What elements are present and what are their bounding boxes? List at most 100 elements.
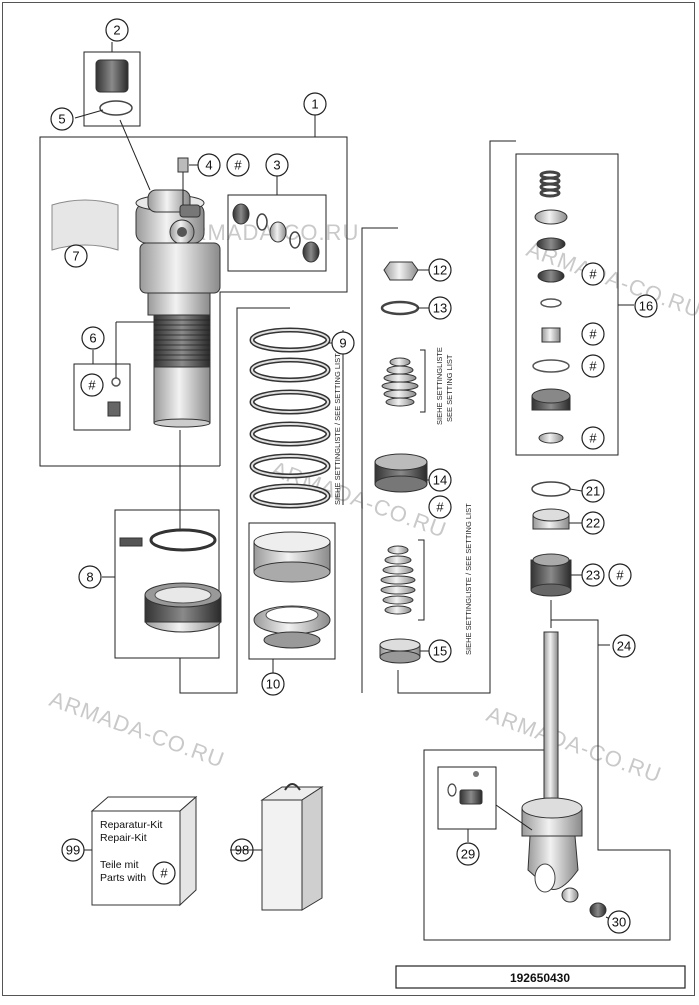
svg-text:2: 2 xyxy=(113,23,120,38)
group-10 xyxy=(248,522,336,673)
callout-5: 5 xyxy=(50,107,74,131)
center-stack xyxy=(374,261,428,664)
callout-16-hash-d: # xyxy=(581,426,605,450)
svg-text:24: 24 xyxy=(617,639,631,654)
shock-body-group xyxy=(39,115,348,467)
sticker-label xyxy=(51,199,119,251)
setting-list-stack-top-1: SIEHE SETTINGLISTE xyxy=(435,347,444,425)
callout-9: 9 xyxy=(331,331,355,355)
callout-3: 3 xyxy=(265,153,289,177)
svg-text:15: 15 xyxy=(433,644,447,659)
hash-symbol: # xyxy=(160,866,168,881)
shock-upper-body xyxy=(139,242,221,294)
svg-text:3: 3 xyxy=(273,158,280,173)
oil-can xyxy=(260,783,324,911)
svg-text:10: 10 xyxy=(266,677,280,692)
svg-text:29: 29 xyxy=(461,847,475,862)
group-8 xyxy=(102,307,290,694)
callout-14-hash: # xyxy=(428,495,452,519)
svg-text:14: 14 xyxy=(433,473,447,488)
callout-2: 2 xyxy=(105,18,129,42)
svg-text:16: 16 xyxy=(639,299,653,314)
callout-4: 4 xyxy=(197,153,221,177)
callout-8: 8 xyxy=(78,565,102,589)
callout-4-hash: # xyxy=(226,153,250,177)
callout-24: 24 xyxy=(612,634,636,658)
svg-text:#: # xyxy=(589,359,597,374)
group-3 xyxy=(227,176,327,272)
svg-text:6: 6 xyxy=(89,331,96,346)
valve-cap xyxy=(177,157,189,173)
svg-text:9: 9 xyxy=(339,336,346,351)
svg-text:1: 1 xyxy=(311,97,318,112)
adjuster-knob xyxy=(95,59,129,93)
callout-10: 10 xyxy=(261,672,285,696)
group-16 xyxy=(515,153,634,456)
callout-22: 22 xyxy=(581,511,605,535)
nut-12 xyxy=(383,261,419,281)
svg-text:#: # xyxy=(589,431,597,446)
washer-13 xyxy=(380,300,420,316)
watermark-text: ARMADA-CO.RU xyxy=(46,686,228,773)
group-2 xyxy=(74,42,151,191)
callout-6-hash: # xyxy=(80,373,104,397)
repair-kit-box: Reparatur-Kit Repair-Kit Teile mit Parts… xyxy=(90,795,198,907)
shock-lower-body xyxy=(153,366,211,424)
kit-text-line2: Repair-Kit xyxy=(100,832,147,844)
callout-30: 30 xyxy=(607,910,631,934)
svg-text:#: # xyxy=(88,378,96,393)
svg-text:30: 30 xyxy=(612,915,626,930)
callout-23: 23 xyxy=(581,563,605,587)
callout-99: 99 xyxy=(61,838,85,862)
callout-16-hash-b: # xyxy=(581,322,605,346)
parts-21-23 xyxy=(530,481,572,628)
callouts: 1 2 3 4 # 5 6 # 7 8 9 10 12 13 14 # 15 1… xyxy=(50,18,658,934)
group-24 xyxy=(423,619,671,941)
svg-text:#: # xyxy=(589,267,597,282)
callout-21: 21 xyxy=(581,479,605,503)
svg-text:#: # xyxy=(436,500,444,515)
callout-16-hash-a: # xyxy=(581,262,605,286)
piston-rod xyxy=(543,631,559,823)
callout-1: 1 xyxy=(303,92,327,116)
o-ring xyxy=(99,100,133,116)
callout-12: 12 xyxy=(428,258,452,282)
svg-text:22: 22 xyxy=(586,516,600,531)
callout-16: 16 xyxy=(634,294,658,318)
callout-14: 14 xyxy=(428,468,452,492)
svg-text:99: 99 xyxy=(66,843,80,858)
threaded-body xyxy=(153,314,211,368)
diagram-code: 192650430 xyxy=(510,971,570,985)
svg-text:#: # xyxy=(616,568,624,583)
setting-list-spring: SIEHE SETTINGLISTE / SEE SETTING LIST xyxy=(333,353,342,505)
group-6-box xyxy=(73,363,131,431)
svg-text:12: 12 xyxy=(433,263,447,278)
watermark-text: ARMADA-CO.RU xyxy=(483,701,665,788)
callout-29: 29 xyxy=(456,842,480,866)
svg-text:13: 13 xyxy=(433,301,447,316)
svg-text:4: 4 xyxy=(205,158,212,173)
callout-7: 7 xyxy=(64,244,88,268)
callout-6: 6 xyxy=(81,326,105,350)
svg-text:5: 5 xyxy=(58,112,65,127)
svg-text:#: # xyxy=(234,158,242,173)
kit-text-line4: Parts with xyxy=(100,872,146,884)
locking-ring xyxy=(149,528,217,552)
setting-list-stack-top-2: SEE SETTING LIST xyxy=(445,354,454,422)
kit-text-line3: Teile mit xyxy=(100,859,139,871)
callout-23-hash: # xyxy=(608,563,632,587)
setting-list-stack-bottom: SIEHE SETTINGLISTE / SEE SETTING LIST xyxy=(464,503,473,655)
svg-text:7: 7 xyxy=(72,249,79,264)
svg-text:#: # xyxy=(589,327,597,342)
callout-15: 15 xyxy=(428,639,452,663)
watermarks: ARMADA-CO.RU ARMADA-CO.RU ARMADA-CO.RU A… xyxy=(46,220,699,788)
svg-text:8: 8 xyxy=(86,570,93,585)
circlip-21 xyxy=(531,481,571,497)
callout-13: 13 xyxy=(428,296,452,320)
callout-16-hash-c: # xyxy=(581,354,605,378)
svg-text:23: 23 xyxy=(586,568,600,583)
diagram-code-box: 192650430 xyxy=(395,965,686,989)
kit-text-line1: Reparatur-Kit xyxy=(100,819,163,831)
svg-text:21: 21 xyxy=(586,484,600,499)
